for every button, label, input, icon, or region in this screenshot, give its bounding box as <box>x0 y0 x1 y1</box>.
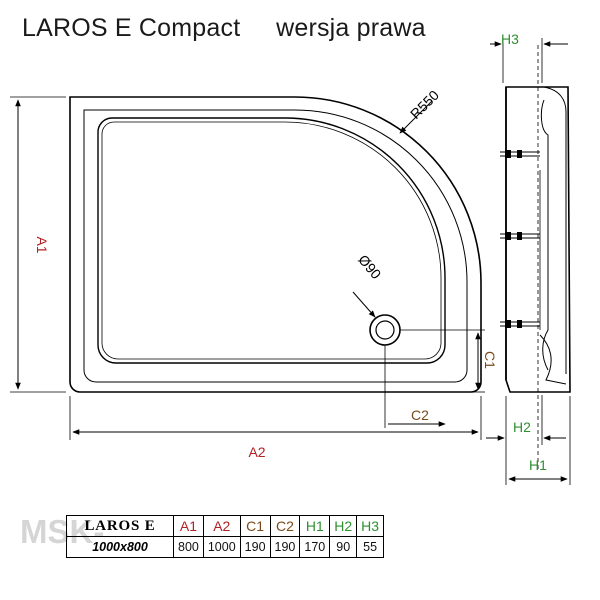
dimension-labels: A1 A2 C1 C2 R550 Ø90 <box>34 87 498 460</box>
value-c2: 190 <box>269 536 301 558</box>
tray-basin-inner <box>101 121 442 360</box>
extension-lines <box>10 96 485 440</box>
label-drain: Ø90 <box>355 252 384 283</box>
model-size: 1000x800 <box>66 536 174 558</box>
tray-inner-rim <box>83 109 468 383</box>
value-a1: 800 <box>173 536 204 558</box>
label-h1: H1 <box>529 457 547 473</box>
label-a1: A1 <box>34 236 50 253</box>
side-extension-lines <box>502 38 571 485</box>
tray-top-view <box>69 96 482 393</box>
drain-leader <box>352 291 376 318</box>
header-h3: H3 <box>356 515 385 537</box>
header-a1: A1 <box>173 515 204 537</box>
model-name: LAROS E <box>66 515 174 537</box>
diagram-title: LAROS E Compact wersja prawa <box>22 14 426 42</box>
header-c1: C1 <box>239 515 271 537</box>
value-a2: 1000 <box>202 536 241 558</box>
value-h1: 170 <box>299 536 331 558</box>
label-c1: C1 <box>482 351 498 369</box>
value-h2: 90 <box>329 536 358 558</box>
header-c2: C2 <box>269 515 301 537</box>
header-a2: A2 <box>202 515 241 537</box>
feet-nuts <box>505 150 522 328</box>
drain-inner <box>375 320 395 340</box>
tray-basin <box>97 117 446 364</box>
radius-leader <box>399 100 433 134</box>
spec-value-row: 1000x800 800 1000 190 190 170 90 55 <box>66 536 385 558</box>
label-radius: R550 <box>407 87 442 122</box>
side-basin <box>540 99 549 371</box>
side-dimension-labels: H1 H2 H3 <box>501 31 547 473</box>
value-c1: 190 <box>239 536 271 558</box>
label-h3: H3 <box>501 31 519 47</box>
label-h2: H2 <box>513 419 531 435</box>
label-a2: A2 <box>248 444 265 460</box>
header-h1: H1 <box>299 515 331 537</box>
header-h2: H2 <box>329 515 358 537</box>
dimension-lines <box>15 99 481 435</box>
side-dimension-lines <box>486 41 568 482</box>
tray-side-view <box>500 45 571 470</box>
spec-header-row: LAROS E A1 A2 C1 C2 H1 H2 H3 <box>66 515 385 537</box>
side-drain <box>539 334 567 385</box>
value-h3: 55 <box>356 536 385 558</box>
tray-outline <box>69 96 482 393</box>
side-rim <box>543 86 567 374</box>
drain-outer <box>369 314 401 346</box>
label-c2: C2 <box>411 407 429 423</box>
spec-table: LAROS E A1 A2 C1 C2 H1 H2 H3 1000x800 80… <box>66 515 385 558</box>
